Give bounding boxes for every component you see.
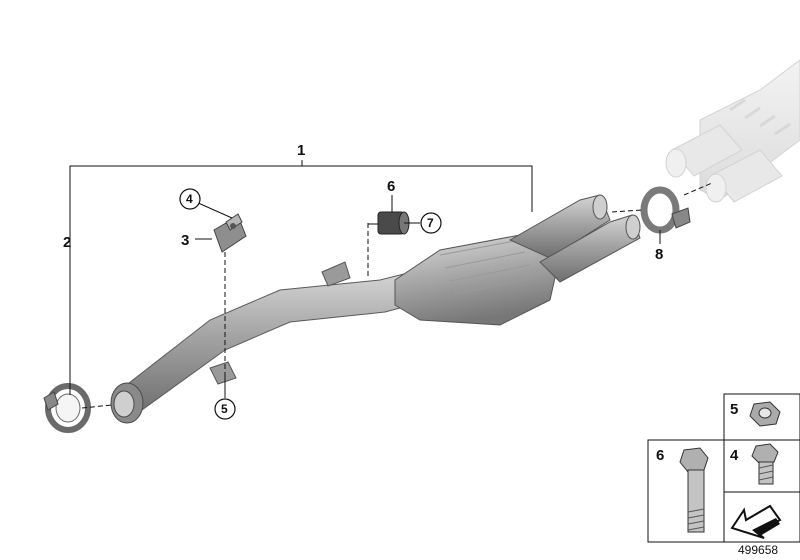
callout-4: 4 [186, 192, 193, 206]
legend-label-4: 4 [730, 447, 739, 464]
callout-1: 1 [297, 142, 305, 159]
clamp-part-8 [640, 186, 691, 234]
short-bolt-icon [751, 443, 779, 485]
bracket-part-3 [213, 213, 247, 253]
main-pipe-assembly [110, 194, 641, 424]
callout-8: 8 [655, 246, 663, 263]
fastener-legend: 5 6 4 [647, 393, 800, 543]
callout-7: 7 [427, 216, 434, 230]
callout-2: 2 [63, 234, 71, 251]
leader-lines [69, 160, 661, 398]
assembly-lines [81, 182, 713, 409]
callout-4-circle [179, 188, 201, 210]
diagram-number: 499658 [738, 543, 778, 557]
rubber-mount-part-6 [377, 211, 410, 235]
callout-6: 6 [387, 178, 395, 195]
callout-7-circle [420, 212, 442, 234]
callout-5: 5 [221, 402, 228, 416]
ghost-front-pipe-section [665, 59, 800, 203]
legend-label-6: 6 [656, 447, 664, 464]
direction-arrow-icon [730, 504, 782, 539]
hex-nut-icon [749, 401, 781, 427]
clamp-part-2 [43, 383, 91, 433]
callout-5-circle [214, 398, 236, 420]
long-bolt-icon [679, 447, 709, 533]
callout-3: 3 [181, 232, 189, 249]
legend-label-5: 5 [730, 401, 738, 418]
